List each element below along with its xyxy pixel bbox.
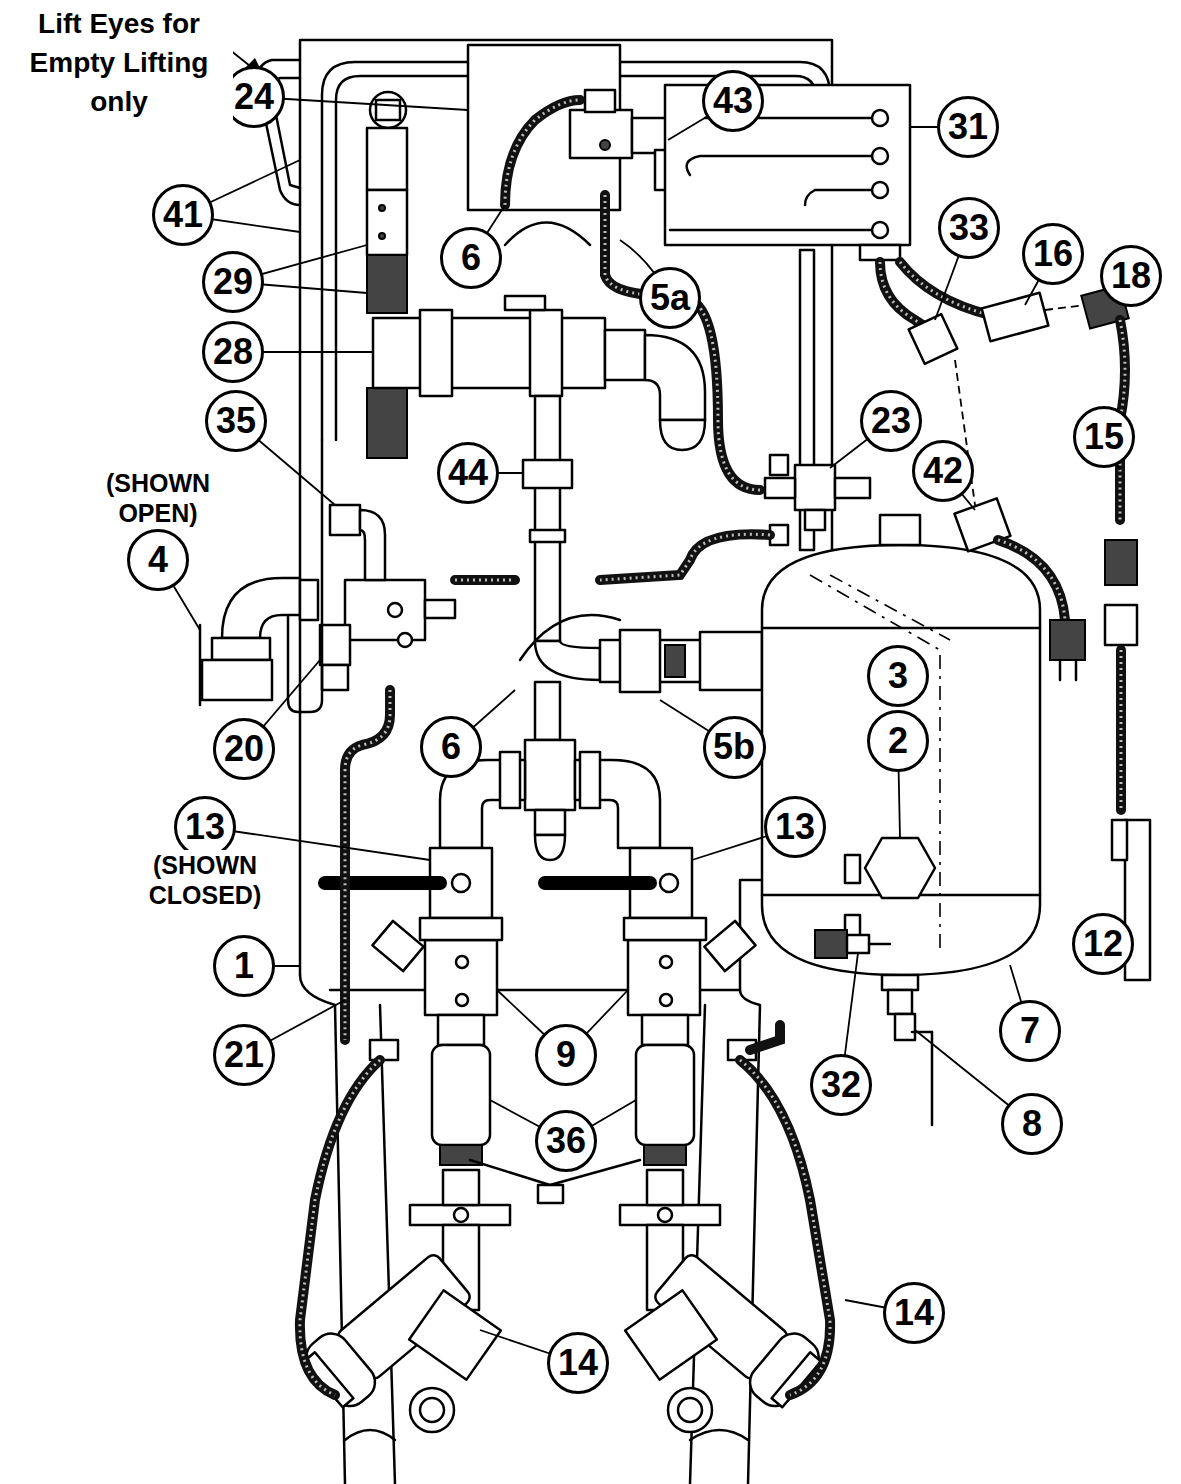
callout-circle: 13 [764,796,826,858]
callout-number: 21 [224,1037,264,1073]
callout-circle: 41 [152,184,214,246]
callout-circle: 28 [202,321,264,383]
callout-number: 6 [441,729,461,765]
callout-number: 14 [558,1345,598,1381]
callout-circle: 21 [213,1024,275,1086]
annotation-text: (SHOWN OPEN) [98,468,218,528]
annotation-text: Lift Eyes for Empty Lifting only [5,4,233,121]
callout-circle: 5b [703,716,766,779]
callout-circle: 29 [202,251,264,313]
callout-number: 4 [148,542,168,578]
callout-circle: 31 [937,96,999,158]
callout-circle: 44 [437,442,499,504]
callout-circle: 14 [883,1282,945,1344]
callout-number: 32 [821,1067,861,1103]
callout-number: 29 [213,264,253,300]
callout-circle: 16 [1022,223,1084,285]
callout-number: 35 [216,403,256,439]
callout-circle: 9 [535,1024,597,1086]
callout-circle: 2 [867,710,929,772]
callout-circle: 6 [440,227,502,289]
callout-circle: 32 [810,1054,872,1116]
callout-number: 24 [234,79,274,115]
callout-circle: 6 [420,716,482,778]
annotation-text: (SHOWN CLOSED) [130,850,280,910]
callout-number: 16 [1033,236,1073,272]
callout-number: 1 [234,948,254,984]
callout-circle: 13 [174,796,236,858]
callout-number: 2 [888,723,908,759]
callout-number: 42 [923,453,963,489]
callout-circle: 35 [205,390,267,452]
callout-circle: 12 [1072,913,1134,975]
callout-circle: 33 [938,197,1000,259]
callout-number: 44 [448,455,488,491]
callout-number: 15 [1084,419,1124,455]
callout-number: 13 [775,809,815,845]
callout-circle: 4 [127,529,189,591]
callout-circle: 15 [1073,406,1135,468]
callout-circle: 23 [860,390,922,452]
callout-number: 3 [888,658,908,694]
callout-number: 41 [163,197,203,233]
callout-number: 6 [461,240,481,276]
callout-circle: 43 [702,70,764,132]
callout-circle: 14 [547,1332,609,1394]
callout-number: 28 [213,334,253,370]
callout-circle: 36 [535,1110,597,1172]
callout-number: 14 [894,1295,934,1331]
callout-number: 8 [1022,1106,1042,1142]
callout-number: 9 [556,1037,576,1073]
callout-number: 43 [713,83,753,119]
callout-number: 12 [1083,926,1123,962]
callout-number: 7 [1020,1013,1040,1049]
callout-number: 23 [871,403,911,439]
callout-circle: 42 [912,440,974,502]
callout-circle: 18 [1100,245,1162,307]
callout-circle: 7 [999,1000,1061,1062]
callout-circle: 8 [1001,1093,1063,1155]
callout-number: 20 [224,731,264,767]
callout-circle: 1 [213,935,275,997]
callout-number: 36 [546,1123,586,1159]
callout-number: 5b [713,729,755,765]
callout-number: 5a [650,280,690,316]
callout-circle: 5a [639,267,701,329]
callout-number: 18 [1111,258,1151,294]
callout-circle: 20 [213,718,275,780]
callout-circle: 3 [867,645,929,707]
callout-number: 31 [948,109,988,145]
callout-number: 33 [949,210,989,246]
callout-number: 13 [185,809,225,845]
